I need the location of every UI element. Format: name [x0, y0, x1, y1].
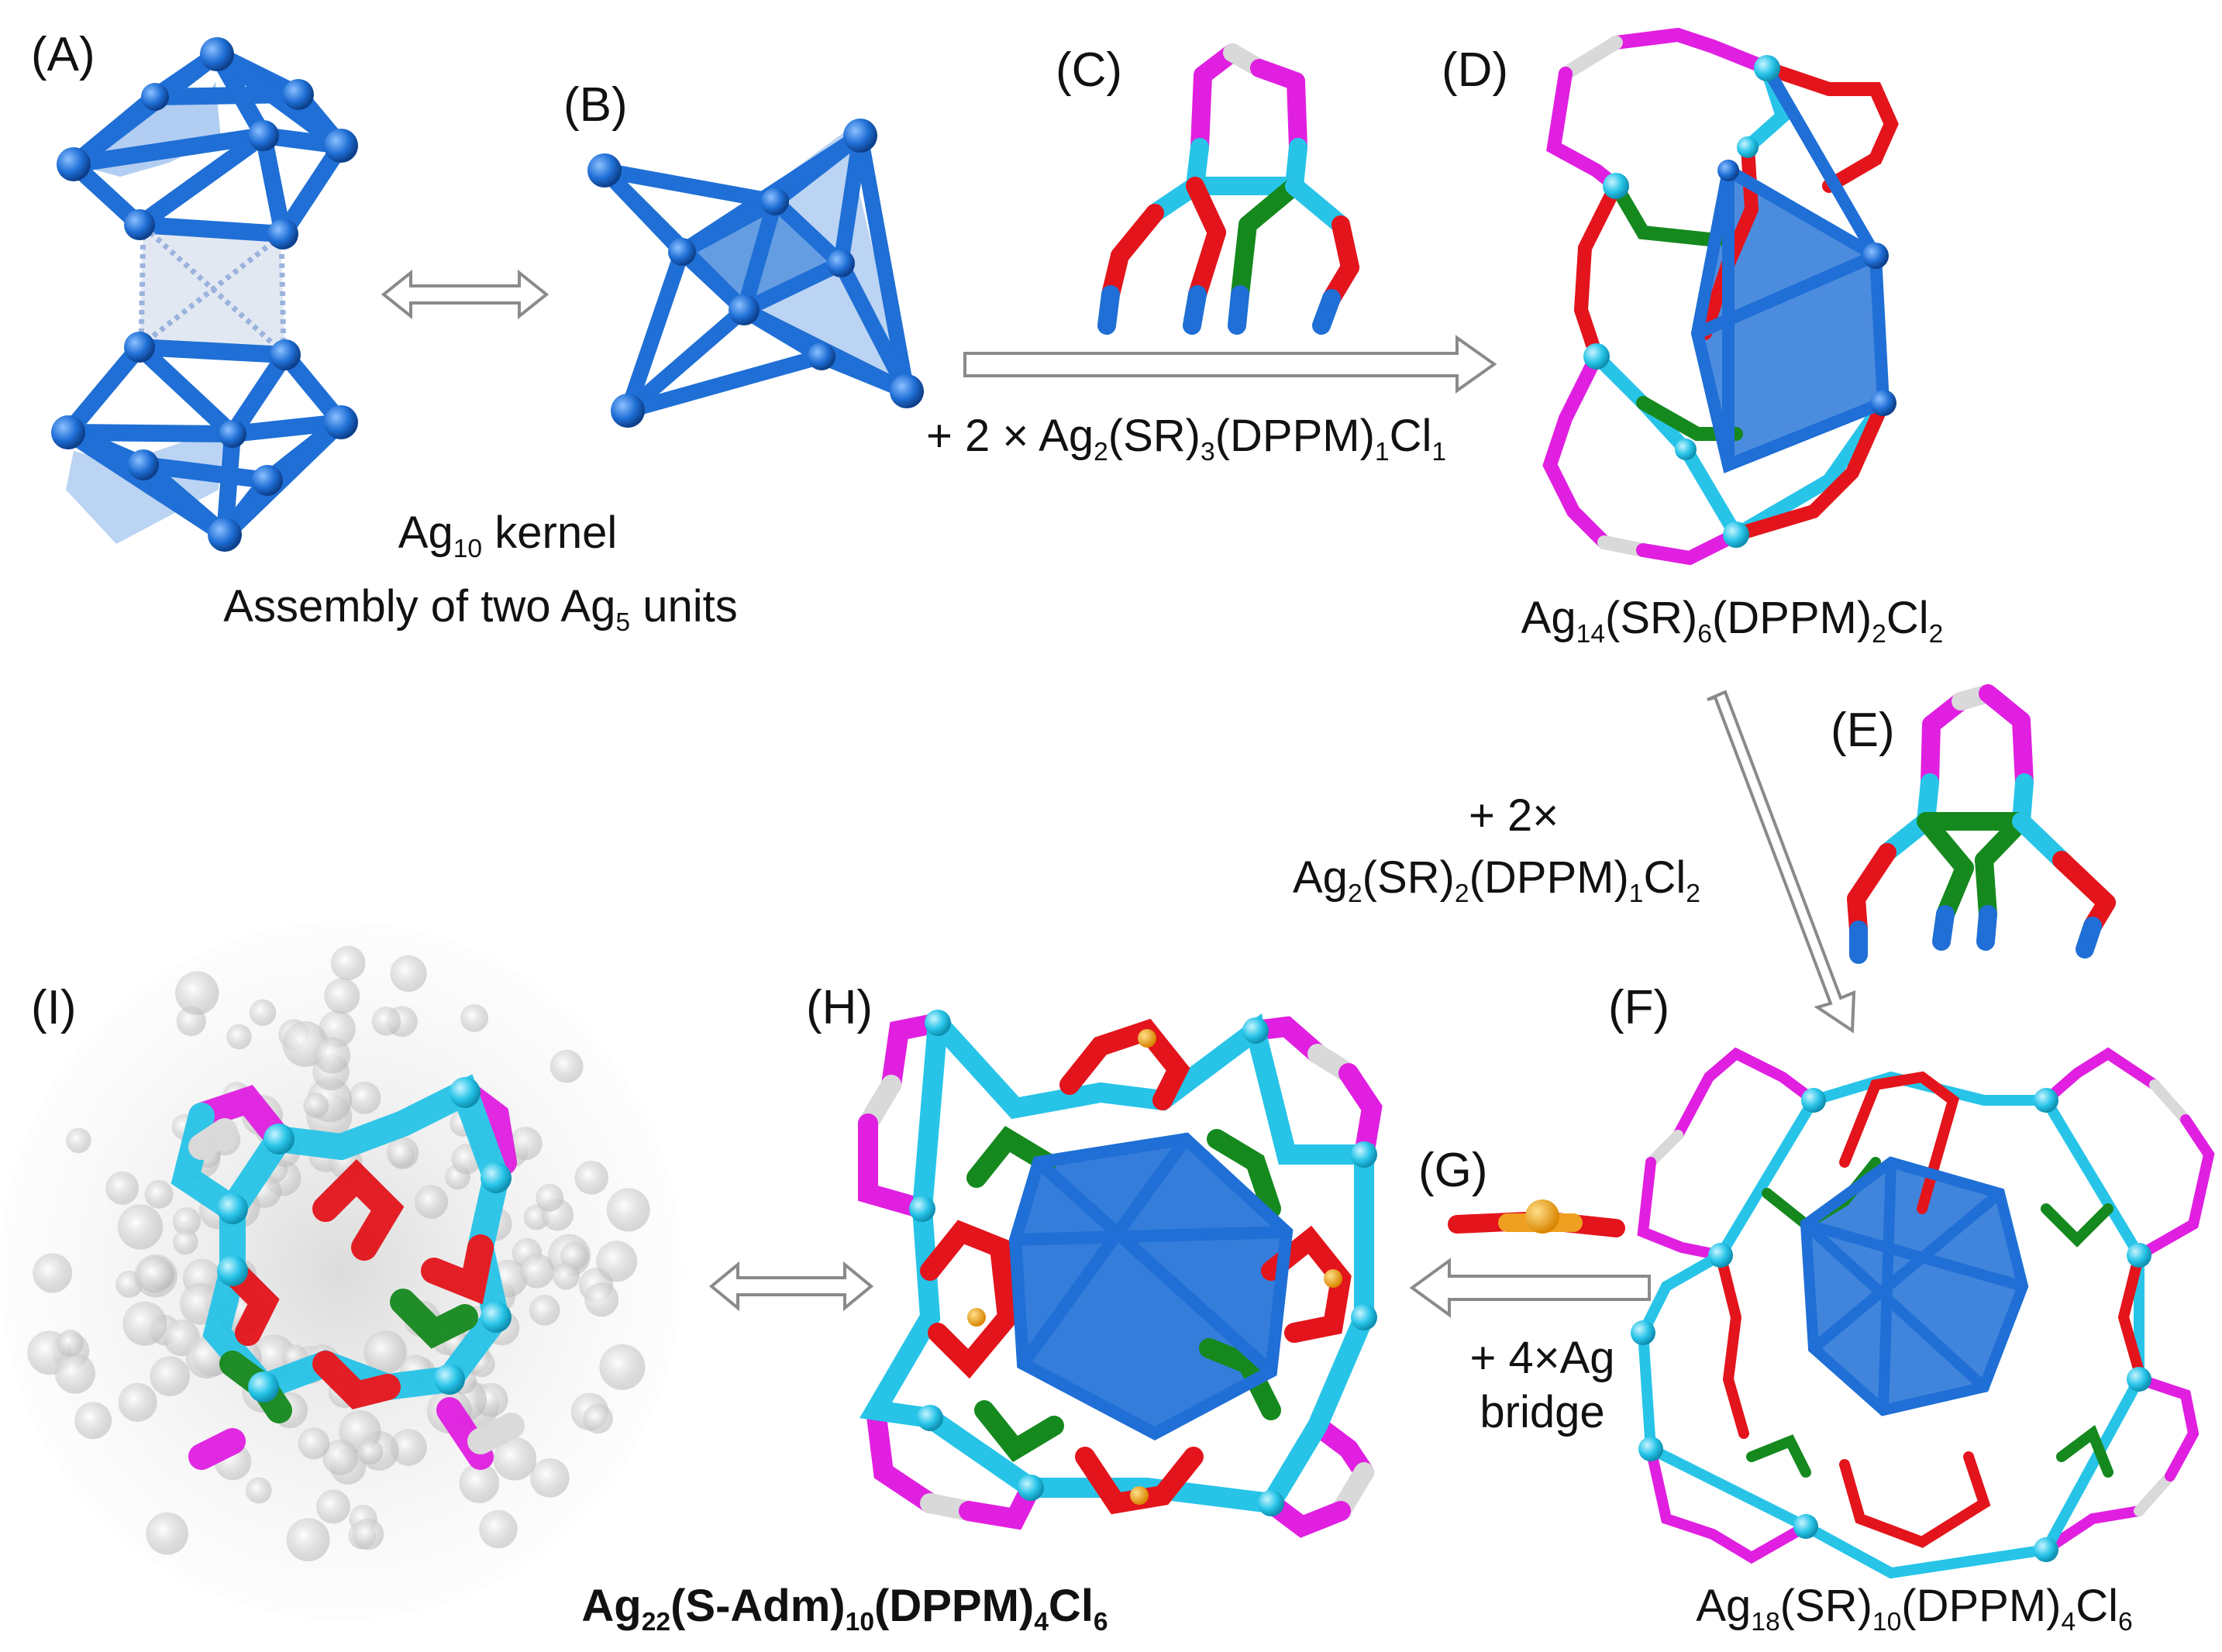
ligand-sphere — [584, 1282, 619, 1317]
ligand-sphere — [352, 1518, 384, 1550]
ligand-sphere — [54, 1353, 95, 1394]
ligand-sphere — [493, 1437, 537, 1481]
ligand-sphere — [56, 1329, 84, 1357]
ligand-sphere — [371, 1007, 401, 1036]
ligand-sphere — [459, 1463, 500, 1503]
step2-reagent-line2: Ag2(SR)2(DPPM)1Cl2 — [1293, 852, 1700, 908]
ligand-sphere — [574, 1161, 608, 1195]
motif-e-structure — [1847, 684, 2116, 964]
ligand-sphere — [330, 945, 366, 981]
ligand-sphere — [536, 1183, 564, 1212]
kernel-caption: Ag10 kernel — [398, 508, 618, 563]
ligand-sphere — [298, 1427, 330, 1460]
ag14-formula: Ag14(SR)6(DPPM)2Cl2 — [1521, 593, 1944, 649]
panel-label-i: (I) — [31, 981, 77, 1034]
step3-reagent-line2: bridge — [1480, 1387, 1605, 1437]
equivalence-arrow-i-h — [708, 1261, 874, 1312]
ligand-sphere — [363, 1330, 407, 1374]
ligand-sphere — [314, 1037, 351, 1074]
ligand-sphere — [390, 1429, 427, 1466]
ligand-sphere — [322, 1439, 359, 1475]
ligand-sphere — [316, 1489, 350, 1524]
ag18-cluster-structure — [1631, 1047, 2215, 1579]
panel-label-g: (G) — [1418, 1144, 1488, 1197]
ligand-sphere — [479, 1509, 518, 1549]
ligand-sphere — [529, 1295, 560, 1326]
ligand-sphere — [146, 1512, 189, 1555]
ligand-sphere — [105, 1171, 140, 1205]
ligand-sphere — [136, 1256, 174, 1293]
ligand-sphere — [172, 1207, 202, 1236]
ligand-sphere — [150, 1356, 190, 1396]
ag18-formula: Ag18(SR)10(DPPM)4Cl6 — [1696, 1581, 2133, 1637]
ligand-sphere — [118, 1382, 157, 1422]
ligand-sphere — [596, 1241, 638, 1282]
motif-c-structure — [1097, 43, 1359, 335]
panel-label-b: (B) — [563, 78, 628, 132]
ligand-sphere — [66, 1127, 91, 1154]
ligand-sphere — [173, 1229, 198, 1255]
equivalence-arrow-a-b — [381, 269, 549, 320]
step1-reagent: + 2 × Ag2(SR)3(DPPM)1Cl1 — [926, 411, 1447, 466]
panel-label-e: (E) — [1831, 704, 1895, 757]
ag14-cluster-structure — [1542, 27, 1899, 566]
step3-reagent-line1: + 4×Ag — [1469, 1333, 1615, 1383]
reaction-arrow-b-d — [963, 335, 1497, 394]
ligand-sphere — [460, 1004, 489, 1032]
panel-label-d: (D) — [1442, 43, 1509, 97]
ligand-sphere — [414, 1185, 449, 1219]
reaction-arrow-d-f — [1707, 690, 1856, 1034]
ligand-sphere — [530, 1458, 570, 1498]
ligand-sphere — [606, 1188, 650, 1232]
panel-label-h: (H) — [806, 981, 873, 1034]
ag22-formula: Ag22(S-Adm)10(DPPM)4Cl6 — [581, 1581, 1108, 1637]
ligand-sphere — [599, 1344, 646, 1390]
panel-label-f: (F) — [1608, 981, 1670, 1034]
ligand-sphere — [386, 1137, 419, 1169]
step2-reagent-line1: + 2× — [1469, 790, 1559, 841]
ligand-sphere — [303, 1093, 329, 1119]
ligand-sphere — [122, 1301, 167, 1346]
ag22-cluster-structure — [858, 1010, 1383, 1538]
ligand-sphere — [74, 1402, 112, 1440]
assembly-caption: Assembly of two Ag5 units — [223, 581, 738, 637]
ligand-sphere — [357, 1439, 384, 1465]
ligand-sphere — [226, 1024, 252, 1050]
ligand-sphere — [117, 1204, 164, 1250]
ligand-sphere — [324, 978, 360, 1014]
ligand-sphere — [583, 1403, 613, 1434]
panel-label-c: (C) — [1056, 43, 1123, 97]
ag-bridge-motif — [1448, 1199, 1625, 1237]
reaction-arrow-f-h — [1409, 1258, 1651, 1318]
ag10-two-ag5-structure — [51, 37, 358, 552]
ligand-sphere — [144, 1179, 174, 1209]
ligand-sphere — [390, 955, 427, 992]
ligand-sphere — [549, 1049, 584, 1083]
ligand-sphere — [249, 999, 277, 1027]
ligand-sphere — [553, 1262, 580, 1290]
ligand-sphere — [286, 1518, 330, 1562]
space-filling-model — [0, 922, 682, 1619]
ligand-sphere — [348, 1081, 381, 1114]
ligand-sphere — [245, 1477, 272, 1504]
ligand-sphere — [33, 1253, 73, 1293]
ligand-sphere — [508, 1127, 543, 1161]
ag10-kernel-structure — [587, 119, 924, 428]
ligand-sphere — [519, 1253, 555, 1289]
ligand-sphere — [175, 971, 219, 1015]
panel-label-a: (A) — [31, 28, 95, 81]
